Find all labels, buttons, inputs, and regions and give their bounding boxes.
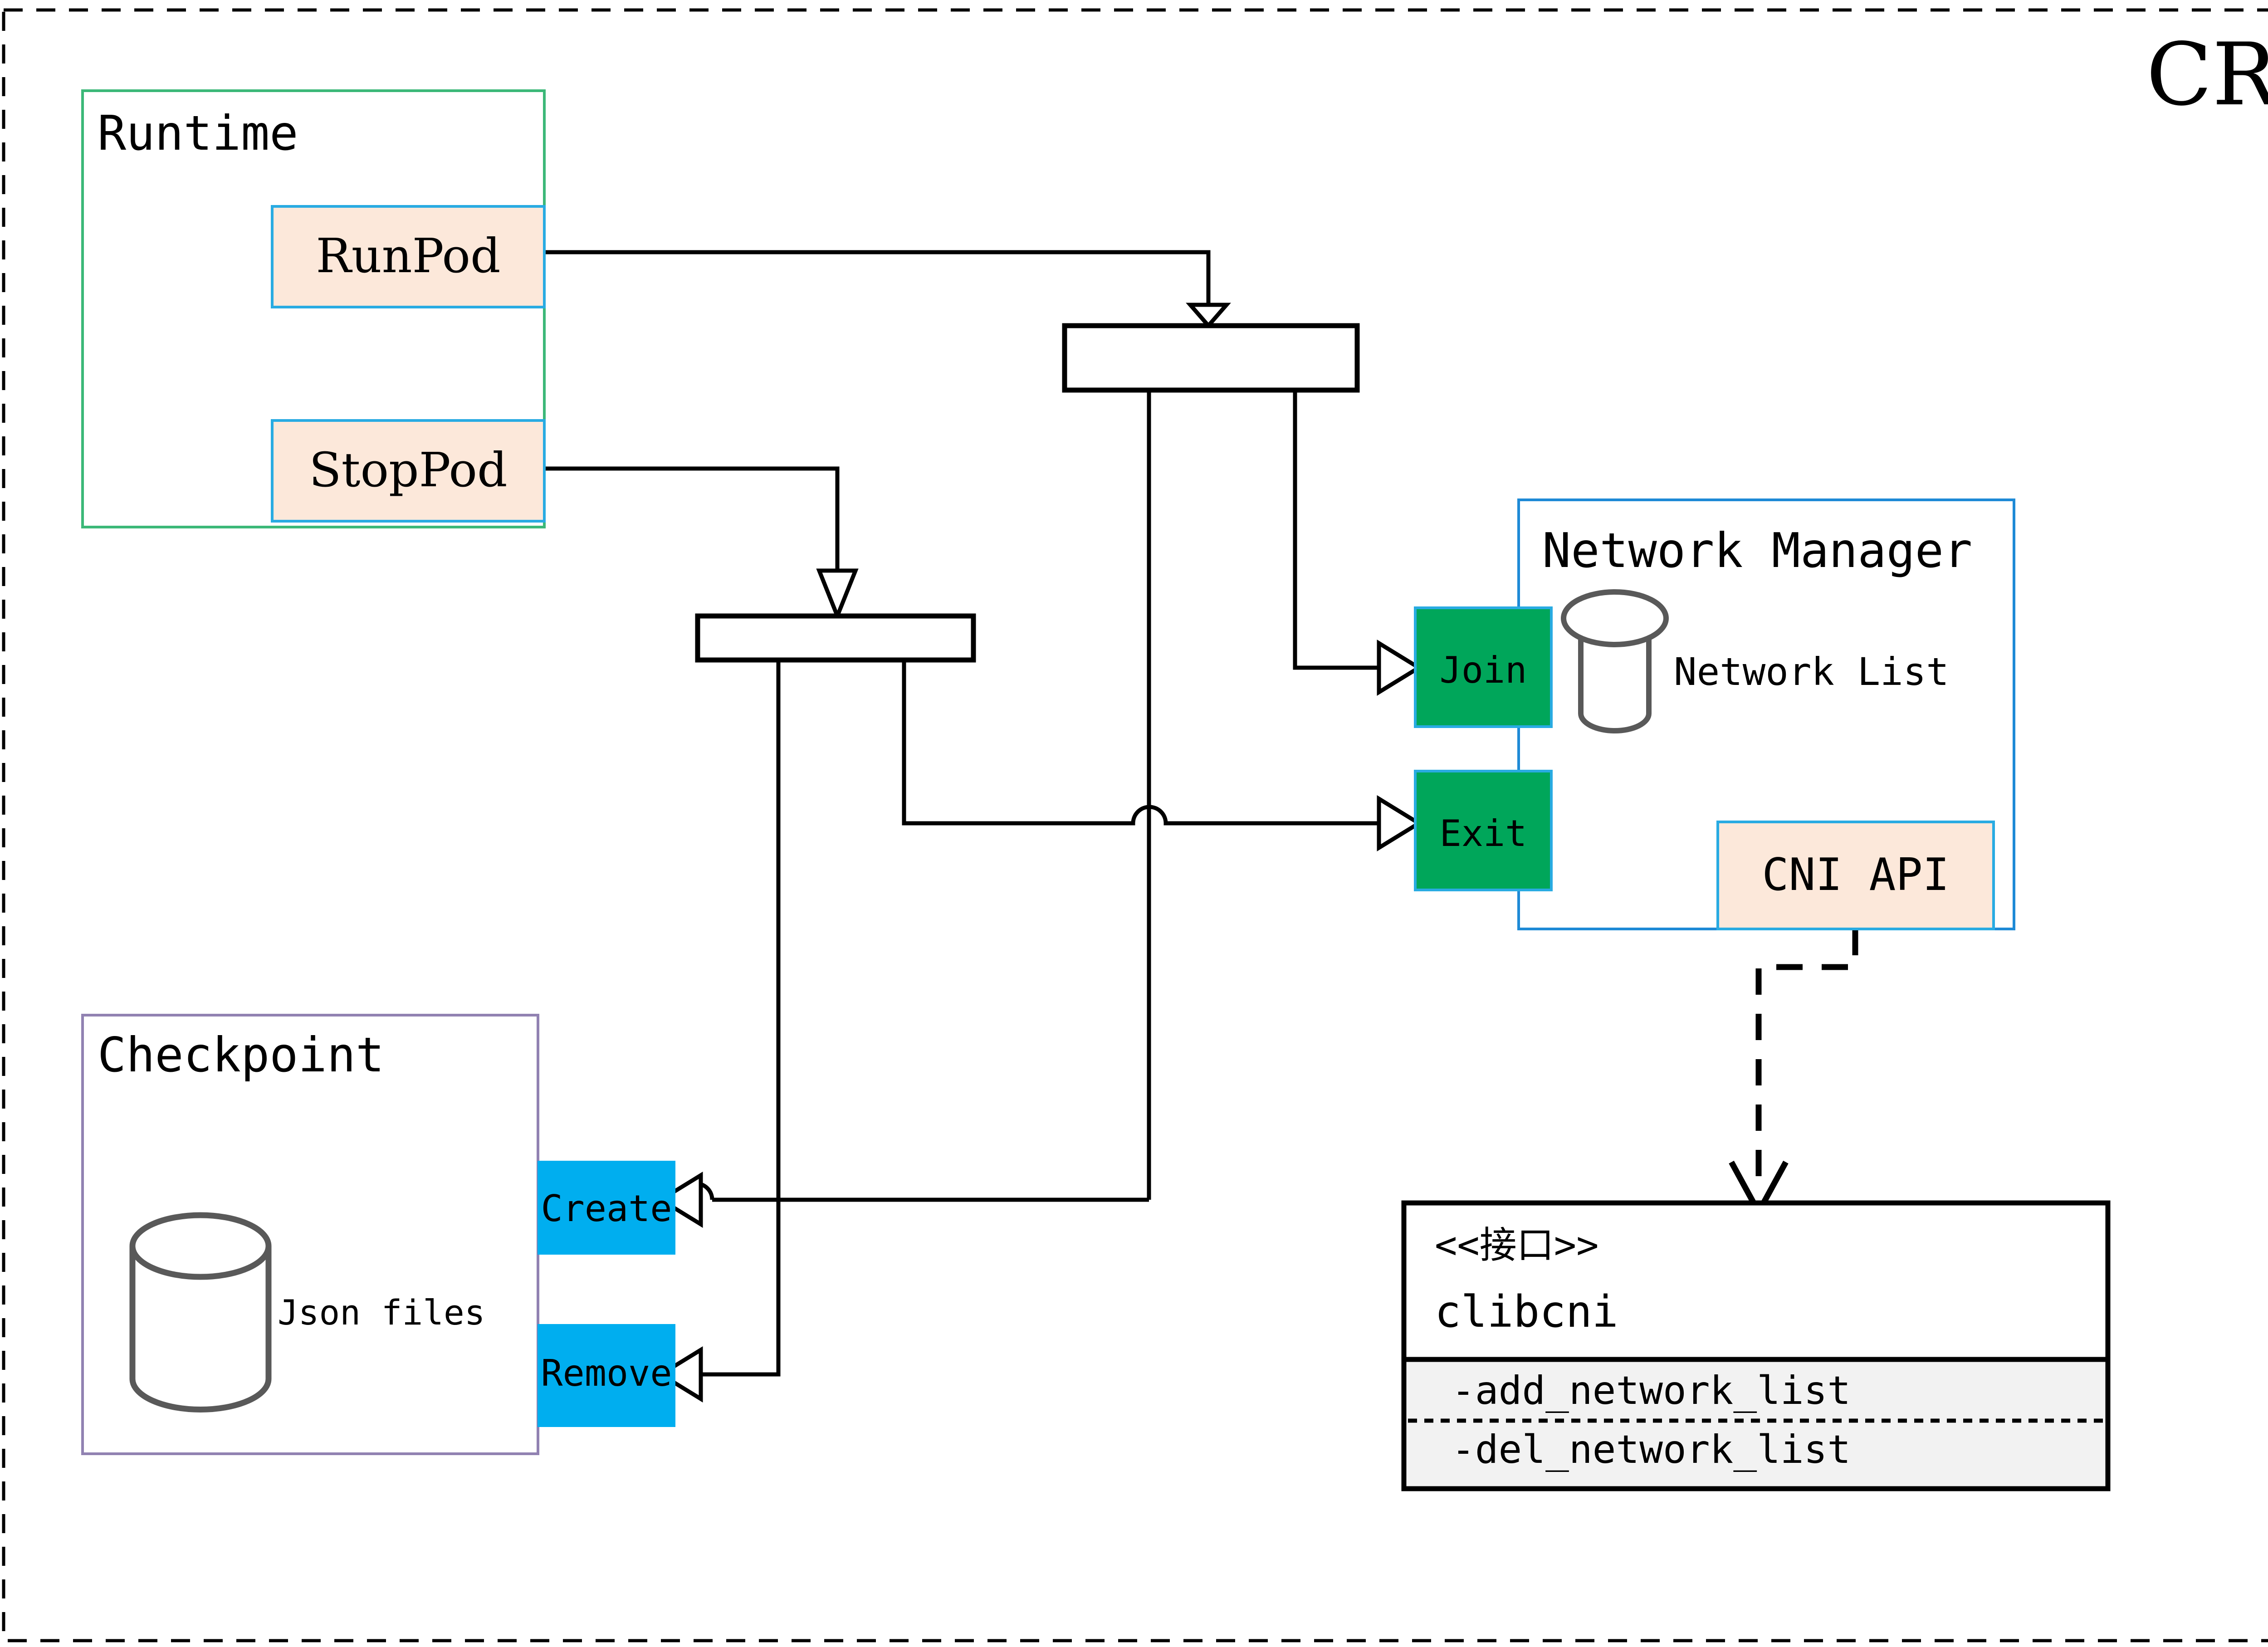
clibcni-name: clibcni — [1435, 1286, 1618, 1337]
join-box[interactable] — [1414, 606, 1553, 728]
network-list-cylinder-icon — [1561, 589, 1669, 733]
exit-box[interactable] — [1414, 770, 1553, 891]
clibcni-method-1: -del_network_list — [1452, 1427, 1851, 1472]
stoppod-label: StopPod — [309, 442, 507, 498]
clibcni-stereotype: <<接口>> — [1435, 1224, 1598, 1267]
network-manager-group-label: Network Manager — [1542, 523, 1972, 578]
arrowhead-exit — [1377, 795, 1423, 852]
runtime-group-label: Runtime — [98, 106, 298, 161]
create-label: Create — [541, 1188, 672, 1230]
exit-label: Exit — [1440, 812, 1527, 855]
connector-fork-top-right-to-join — [1293, 390, 1379, 670]
json-files-label: Json files — [278, 1292, 485, 1333]
remove-label: Remove — [541, 1352, 672, 1394]
connector-runpod-to-fork — [544, 250, 1211, 305]
diagram-title: CRI — [2146, 24, 2268, 125]
cni-api-box[interactable] — [1716, 821, 1995, 930]
arrowhead-remove — [657, 1346, 703, 1403]
arrowhead-create — [657, 1171, 703, 1228]
runpod-label: RunPod — [316, 228, 500, 283]
connector-fork-bottom-left-to-remove — [701, 660, 781, 1377]
clibcni-methods-compartment — [1401, 1357, 2111, 1491]
connector-cniapi-to-clibcni — [1755, 929, 1858, 1185]
clibcni-method-0: -add_network_list — [1452, 1368, 1851, 1413]
arrowhead-runpod-fork — [1186, 303, 1231, 329]
arrowhead-stoppod-fork — [816, 568, 859, 622]
remove-box[interactable] — [538, 1324, 675, 1427]
connector-stoppod-to-fork — [544, 466, 840, 571]
create-box[interactable] — [538, 1161, 675, 1255]
stoppod-fork-node — [695, 613, 976, 663]
runpod-box[interactable] — [271, 205, 546, 308]
stoppod-box[interactable] — [271, 419, 546, 523]
json-files-cylinder-icon — [129, 1212, 272, 1412]
cni-api-label: CNI API — [1762, 849, 1949, 901]
connector-fork-bottom-right-to-exit — [902, 660, 1379, 826]
join-label: Join — [1440, 649, 1527, 691]
outer-frame — [2, 8, 2268, 1642]
arrowhead-join — [1377, 639, 1423, 696]
network-list-label: Network List — [1674, 650, 1949, 694]
checkpoint-group-label: Checkpoint — [98, 1027, 384, 1083]
runpod-fork-node — [1062, 323, 1360, 393]
